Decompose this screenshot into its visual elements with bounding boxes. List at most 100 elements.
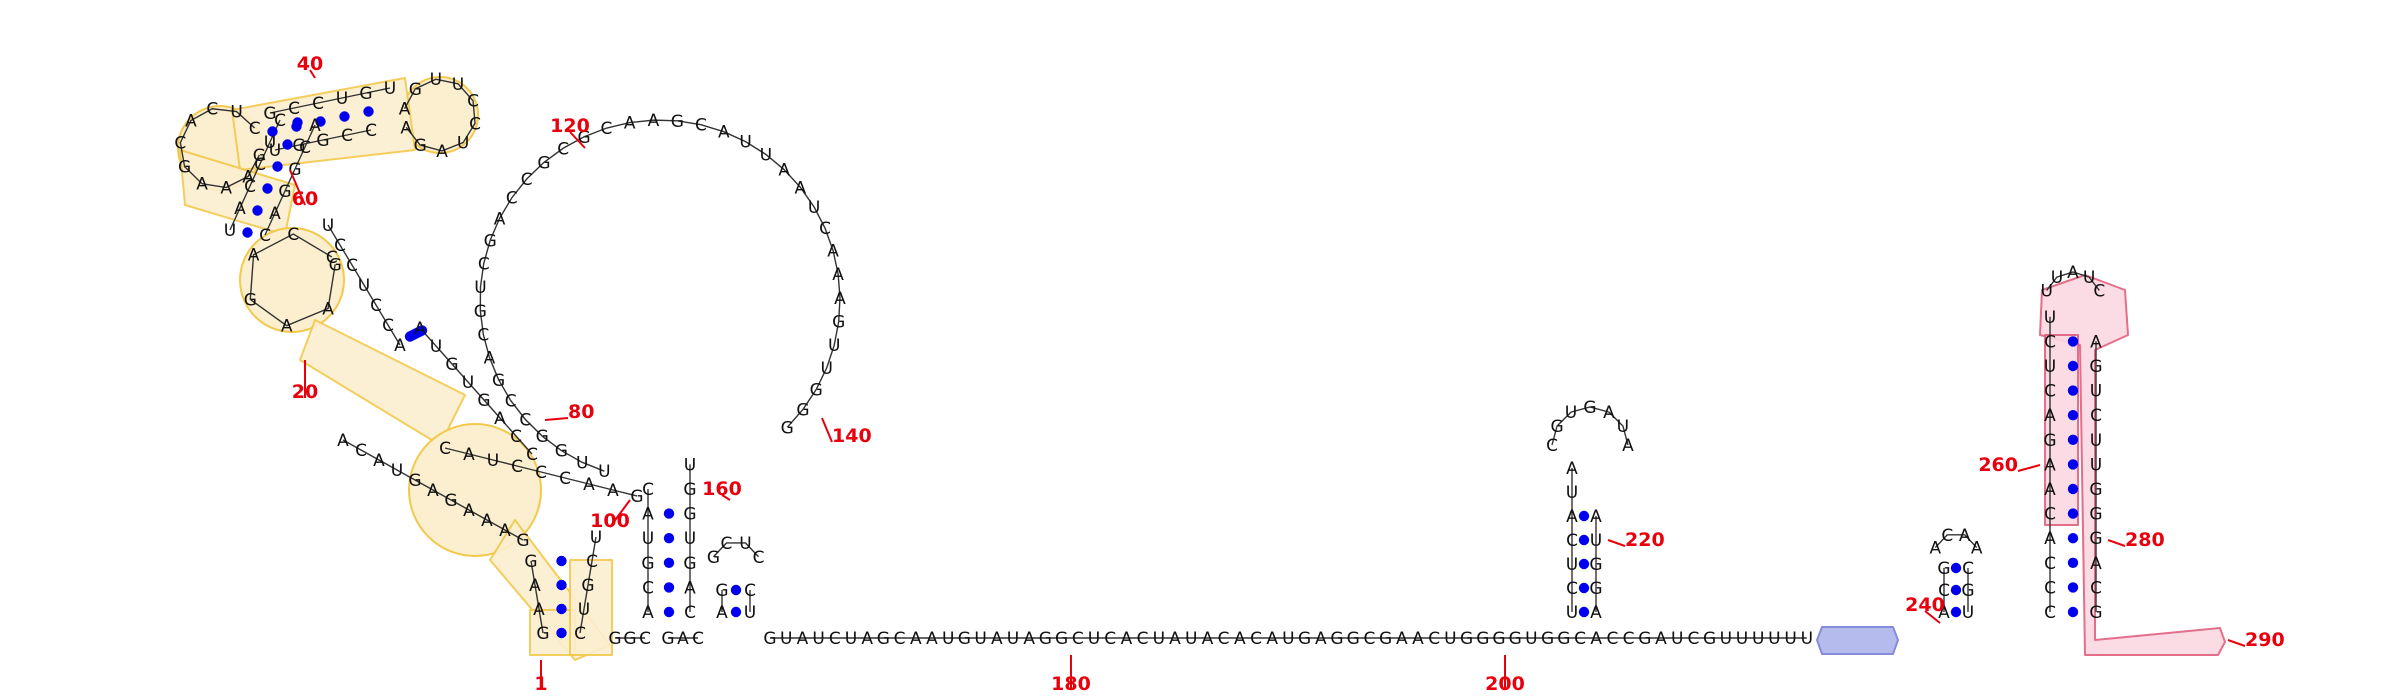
nucleotide: A — [1590, 603, 1602, 623]
nucleotide: G — [484, 231, 497, 251]
position-tick — [309, 69, 316, 79]
backbone-segment — [530, 560, 544, 634]
base-pair-dot — [2067, 533, 2079, 544]
nucleotide: C — [2044, 382, 2056, 402]
position-tick — [2107, 539, 2126, 547]
nucleotide: U — [2040, 281, 2052, 301]
nucleotide: U — [452, 75, 464, 95]
nucleotide: U — [739, 534, 751, 554]
nucleotide: U — [1566, 603, 1578, 623]
position-label: 20 — [292, 381, 318, 403]
nucleotide: A — [399, 100, 411, 120]
nucleotide: A — [322, 300, 334, 320]
nucleotide: G — [1347, 629, 1360, 649]
base-pair-dot — [2067, 582, 2079, 593]
nucleotide: C — [1941, 526, 1953, 546]
nucleotide: C — [642, 480, 654, 500]
nucleotide: C — [829, 629, 841, 649]
nucleotide: C — [510, 427, 522, 447]
nucleotide: G — [263, 104, 276, 124]
base-pair-dot — [663, 606, 675, 618]
nucleotide: U — [1736, 629, 1748, 649]
nucleotide: U — [1671, 629, 1683, 649]
nucleotide: G — [630, 487, 643, 507]
nucleotide: G — [958, 629, 971, 649]
position-label: 220 — [1625, 529, 1665, 551]
nucleotide: U — [1525, 629, 1537, 649]
nucleotide: A — [861, 629, 873, 649]
nucleotide: C — [2090, 578, 2102, 598]
nucleotide: C — [259, 226, 271, 246]
nucleotide: C — [601, 119, 613, 139]
base-pair-dot — [2067, 410, 2079, 421]
nucleotide: U — [598, 462, 610, 482]
nucleotide: A — [716, 603, 728, 623]
nucleotide: G — [832, 313, 845, 333]
nucleotide: C — [574, 624, 586, 644]
nucleotide: G — [536, 427, 549, 447]
nucleotide: U — [1768, 629, 1780, 649]
nucleotide: C — [684, 603, 696, 623]
base-pair-dot — [2067, 483, 2079, 495]
nucleotide: U — [808, 198, 820, 218]
base-pair-dot — [2067, 360, 2079, 372]
nucleotide: C — [721, 534, 733, 554]
nucleotide: A — [1603, 403, 1615, 423]
nucleotide: G — [536, 624, 549, 644]
nucleotide: C — [1546, 436, 1558, 456]
nucleotide: G — [707, 548, 720, 568]
nucleotide: G — [608, 629, 621, 649]
nucleotide: U — [1590, 531, 1602, 551]
highlight-region — [2039, 274, 2226, 656]
nucleotide: C — [1072, 629, 1084, 649]
nucleotide: G — [796, 400, 809, 420]
nucleotide: A — [400, 118, 412, 138]
base-pair-dot — [1578, 510, 1590, 522]
nucleotide: C — [206, 100, 218, 120]
nucleotide: A — [394, 336, 406, 356]
backbone-segment — [327, 224, 401, 346]
nucleotide: A — [1023, 629, 1035, 649]
nucleotide: U — [2090, 382, 2102, 402]
nucleotide: G — [2089, 529, 2102, 549]
nucleotide: G — [1541, 629, 1554, 649]
nucleotide: C — [312, 94, 324, 114]
nucleotide: C — [1428, 629, 1440, 649]
nucleotide: G — [537, 153, 550, 173]
position-label: 80 — [568, 401, 594, 423]
nucleotide: A — [499, 521, 511, 541]
nucleotide: C — [744, 581, 756, 601]
nucleotide: U — [322, 216, 334, 236]
nucleotide: C — [467, 92, 479, 112]
nucleotide: C — [469, 114, 481, 134]
base-pair-dot — [1950, 584, 1962, 596]
backbone-segment — [269, 87, 391, 114]
nucleotide: A — [414, 319, 426, 339]
nucleotide: A — [185, 112, 197, 132]
nucleotide: C — [287, 225, 299, 245]
nucleotide: C — [1606, 629, 1618, 649]
nucleotide: G — [661, 629, 674, 649]
nucleotide: G — [414, 136, 427, 156]
nucleotide: A — [1266, 629, 1278, 649]
nucleotide: U — [684, 529, 696, 549]
nucleotide: A — [533, 600, 545, 620]
nucleotide: C — [439, 439, 451, 459]
nucleotide: C — [1566, 531, 1578, 551]
position-tick — [289, 169, 306, 206]
position-tick — [1924, 610, 1941, 624]
base-pair-dot — [2067, 434, 2079, 445]
nucleotide: C — [2093, 281, 2105, 301]
nucleotide: G — [623, 629, 636, 649]
nucleotide: G — [178, 158, 191, 178]
nucleotide: U — [487, 451, 499, 471]
nucleotide: C — [1137, 629, 1149, 649]
nucleotide: C — [1363, 629, 1375, 649]
nucleotide: G — [316, 131, 329, 151]
nucleotide: G — [2089, 505, 2102, 525]
base-pair-dot — [242, 227, 253, 238]
nucleotide: A — [337, 431, 349, 451]
nucleotide: C — [370, 296, 382, 316]
nucleotide: A — [529, 576, 541, 596]
nucleotide: U — [269, 141, 281, 161]
